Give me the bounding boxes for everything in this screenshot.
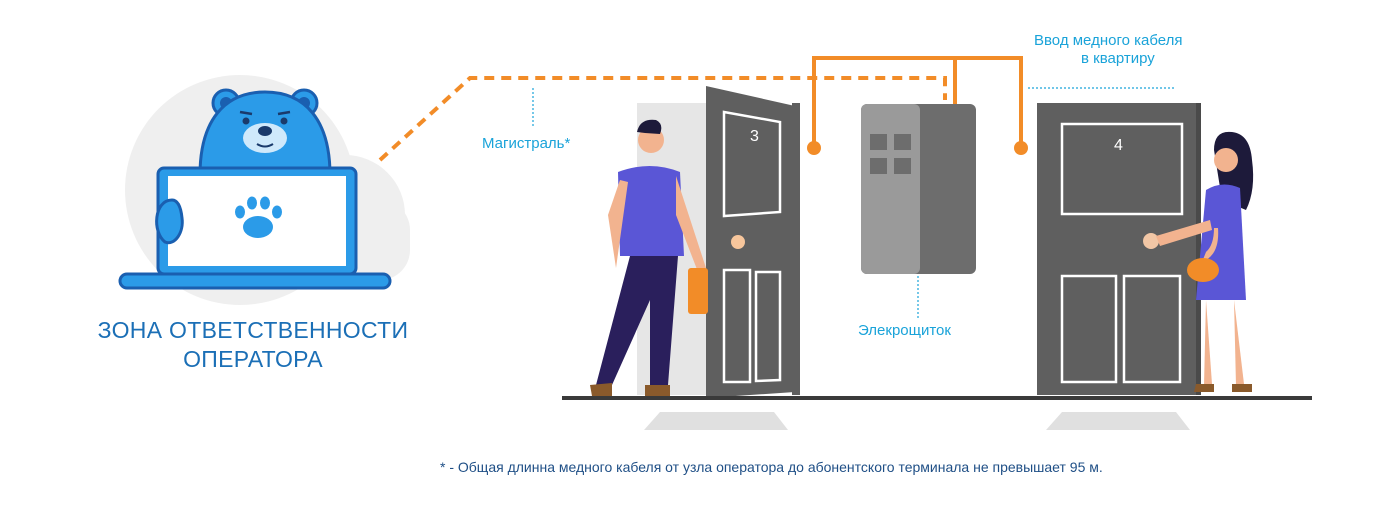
operator-zone-title-line2: ОПЕРАТОРА [183,346,323,372]
woman-figure [1156,131,1254,392]
laptop-icon [118,166,392,290]
bear-mascot-icon [198,88,332,177]
left-door-number: 3 [750,128,759,145]
electrical-panel [861,104,976,274]
left-door-mat [644,412,788,430]
copper-cable [812,56,1023,148]
backbone-label: Магистраль* [482,135,571,152]
operator-zone-title: ЗОНА ОТВЕТСТВЕННОСТИ ОПЕРАТОРА [78,316,428,374]
copper-input-label-line1: Ввод медного кабеля [1034,32,1183,49]
backbone-cable [378,76,947,162]
bear-paw-icon [155,198,184,245]
operator-zone-title-line1: ЗОНА ОТВЕТСТВЕННОСТИ [97,317,409,343]
left-door-jamb [792,103,800,395]
right-door [1037,103,1201,395]
cable-endpoint-right [1014,141,1028,155]
right-door-number: 4 [1114,137,1123,154]
footnote: * - Общая длинна медного кабеля от узла … [440,459,1103,475]
left-door [706,86,795,398]
copper-input-label-line2: в квартиру [1081,50,1155,67]
panel-label: Элекрощиток [858,322,951,339]
right-door-mat [1046,412,1190,430]
cable-endpoint-left [807,141,821,155]
man-figure [590,119,708,396]
